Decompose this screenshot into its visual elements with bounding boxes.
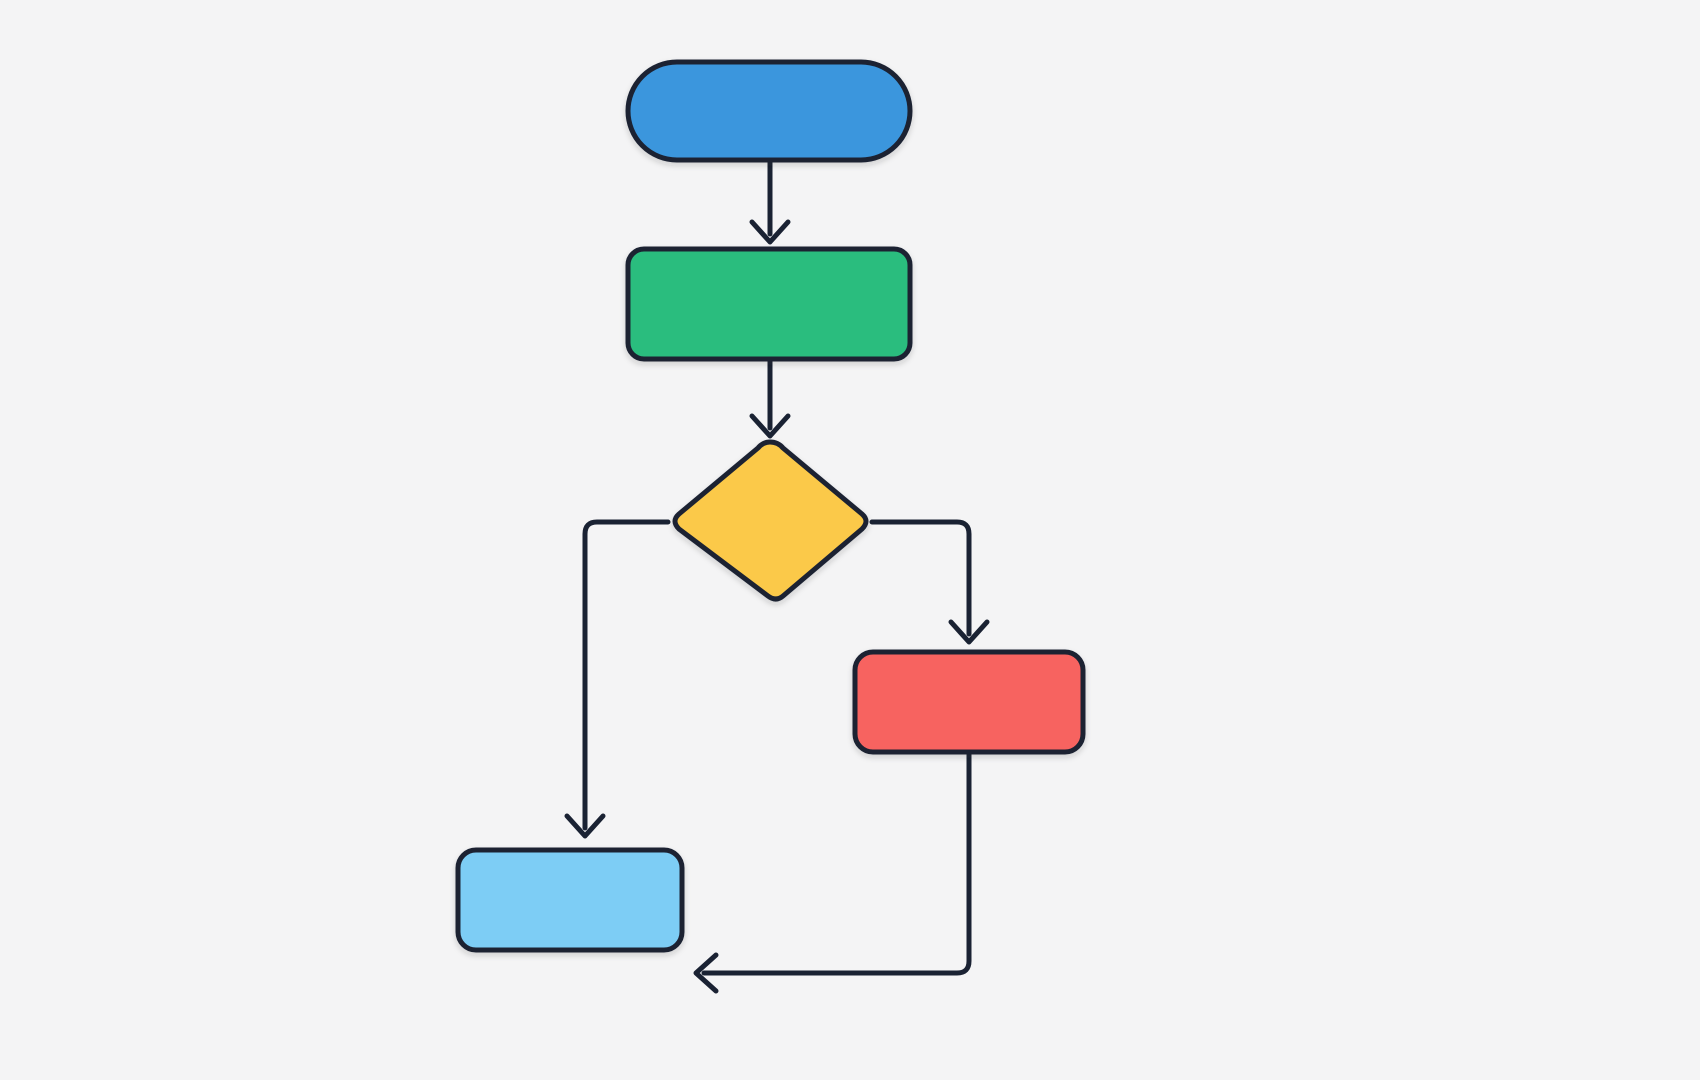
- edge-line: [869, 519, 972, 637]
- edge-alternate-to-end: [693, 749, 972, 994]
- node-layer: [455, 59, 1086, 953]
- arrowhead-icon: [948, 619, 990, 645]
- arrowhead-icon: [749, 219, 791, 245]
- node-decision-shape[interactable]: [672, 439, 869, 602]
- edge-line: [701, 749, 972, 976]
- edge-decision-to-end: [564, 519, 671, 839]
- node-end-shape[interactable]: [455, 847, 685, 953]
- edge-layer: [564, 157, 990, 994]
- node-process-shape[interactable]: [625, 246, 913, 362]
- node-decision[interactable]: [672, 439, 869, 602]
- edge-process-to-decision: [749, 356, 791, 439]
- edge-line: [582, 519, 671, 831]
- edge-start-to-process: [749, 157, 791, 245]
- edge-decision-to-alternate: [869, 519, 990, 645]
- arrowhead-icon: [693, 952, 719, 994]
- node-process[interactable]: [625, 246, 913, 362]
- node-start-shape[interactable]: [625, 59, 913, 163]
- node-start[interactable]: [625, 59, 913, 163]
- node-alternate[interactable]: [852, 649, 1086, 755]
- arrowhead-icon: [564, 813, 606, 839]
- arrowhead-icon: [749, 413, 791, 439]
- node-end[interactable]: [455, 847, 685, 953]
- node-alternate-shape[interactable]: [852, 649, 1086, 755]
